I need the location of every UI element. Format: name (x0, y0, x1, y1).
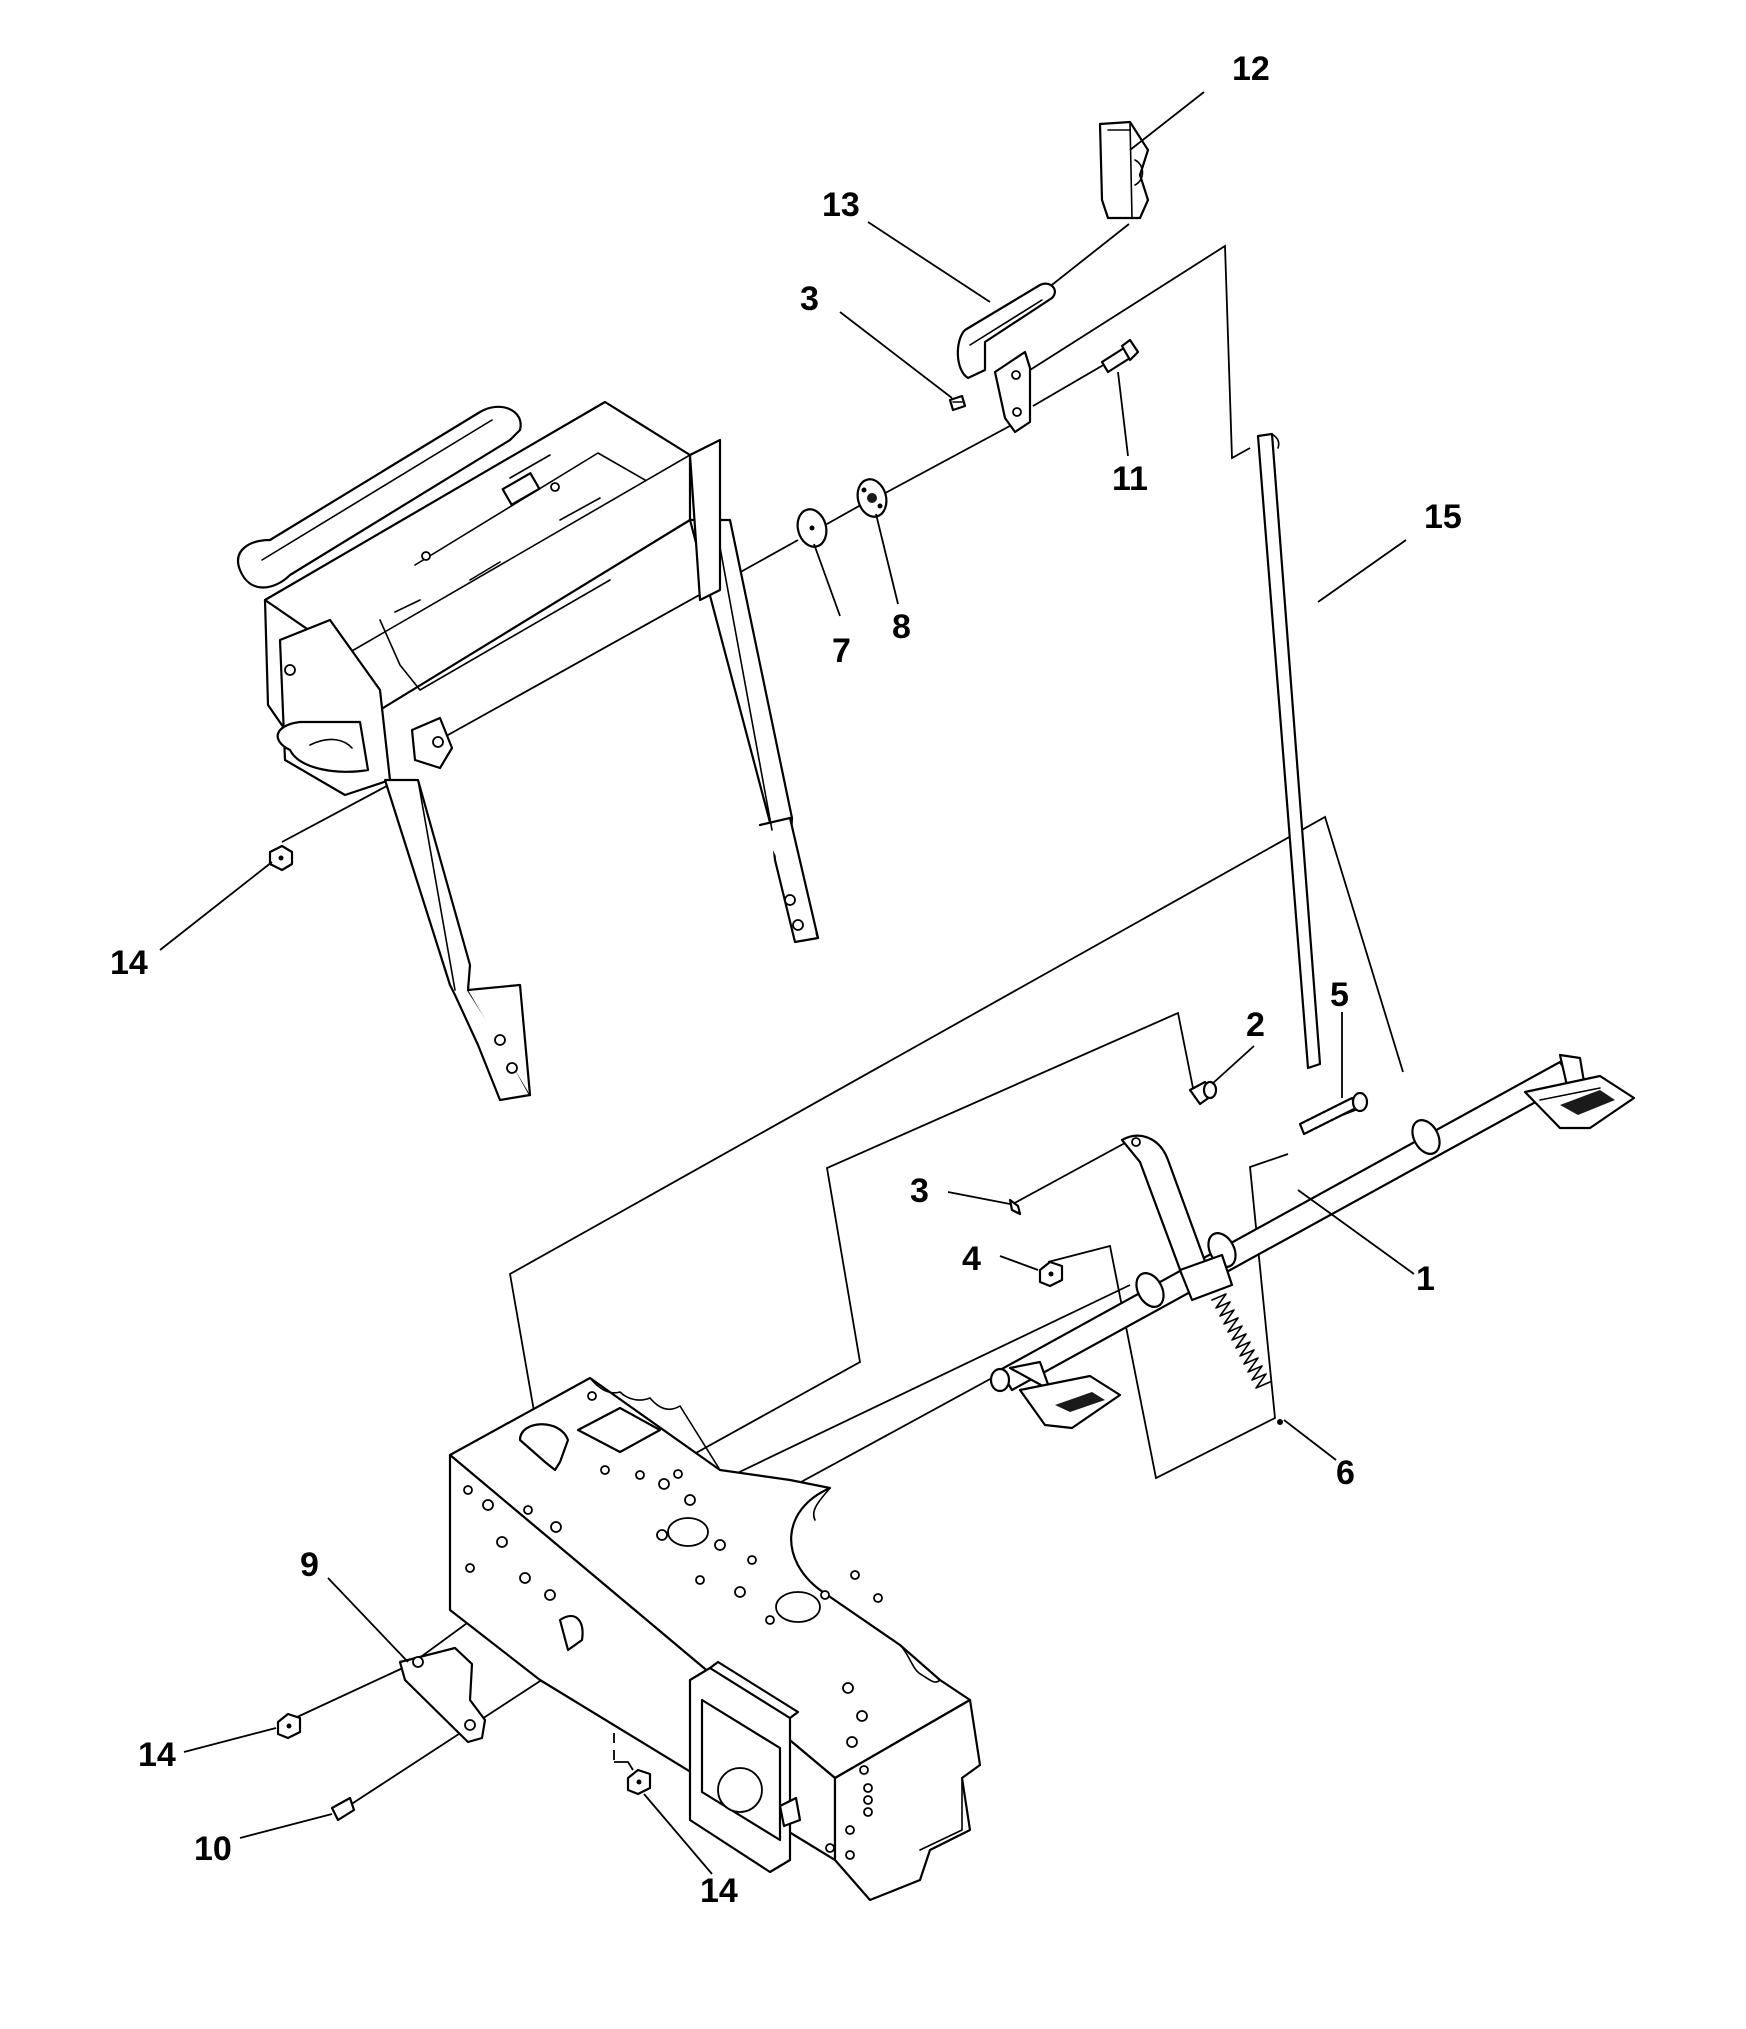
part-14-nut-top (268, 844, 294, 872)
callout-15: 15 (1424, 498, 1462, 536)
part-2-bushing (1188, 1080, 1218, 1106)
callout-3-middle: 3 (910, 1172, 929, 1210)
callout-2: 2 (1246, 1006, 1265, 1044)
part-4-nut (1038, 1260, 1064, 1288)
part-13-lever (956, 282, 1056, 380)
callout-14-left: 14 (138, 1736, 176, 1774)
callout-leaders (159, 91, 1415, 1875)
part-3-pin-middle (1008, 1198, 1022, 1216)
callout-14-top: 14 (110, 944, 148, 982)
callout-13: 13 (822, 186, 860, 224)
callout-7: 7 (832, 632, 851, 670)
frame-assembly (448, 1376, 982, 1902)
part-1-shaft (989, 1053, 1636, 1430)
callout-9: 9 (300, 1546, 319, 1584)
part-8-washer (856, 478, 888, 518)
part-7-washer (796, 508, 828, 548)
callout-12: 12 (1232, 50, 1270, 88)
callout-1: 1 (1416, 1260, 1435, 1298)
callout-10: 10 (194, 1830, 232, 1868)
part-14-nut-bottom (626, 1768, 652, 1796)
callout-3-top: 3 (800, 280, 819, 318)
arm-and-spring (1120, 1134, 1283, 1425)
lever-bracket (993, 350, 1032, 434)
callout-6: 6 (1336, 1454, 1355, 1492)
callout-11: 11 (1112, 460, 1148, 498)
callout-5: 5 (1330, 976, 1349, 1014)
part-9-bracket (398, 1646, 487, 1744)
part-14-nut-left (276, 1712, 302, 1740)
part-3-pin-top (948, 394, 967, 412)
callout-labels: 1 2 3 3 4 5 6 7 8 9 10 11 12 13 14 14 14… (110, 50, 1462, 1910)
callout-14-bottom: 14 (700, 1872, 738, 1910)
part-15-rod (1256, 432, 1322, 1070)
part-11-screw (1100, 338, 1140, 374)
part-5-pin (1298, 1091, 1369, 1136)
callout-8: 8 (892, 608, 911, 646)
handle-assembly (237, 400, 820, 1102)
part-10-bolt (330, 1796, 356, 1822)
part-12-grip (1098, 120, 1150, 220)
callout-4: 4 (962, 1240, 981, 1278)
